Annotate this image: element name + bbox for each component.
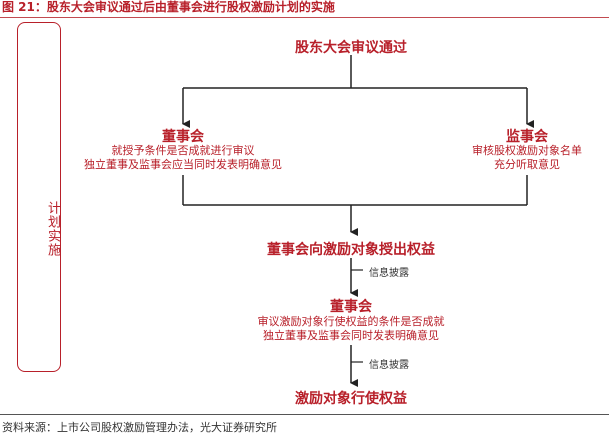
board2-desc-2: 独立董事及监事会同时发表明确意见 (263, 329, 439, 342)
bottom-rule (0, 414, 609, 415)
disclosure-label-2: 信息披露 (369, 360, 409, 371)
supervisors-desc-1: 审核股权激励对象名单 (472, 144, 582, 157)
node-exercise-equity: 激励对象行使权益 (295, 391, 407, 407)
node-board: 董事会 (162, 129, 204, 145)
node-grant-equity: 董事会向激励对象授出权益 (267, 242, 435, 258)
board2-desc-1: 审议激励对象行使权益的条件是否成就 (257, 315, 445, 328)
node-shareholders-approval: 股东大会审议通过 (295, 40, 407, 56)
board-desc-1: 就授予条件是否成就进行审议 (111, 144, 255, 157)
source-note: 资料来源：上市公司股权激励管理办法，光大证券研究所 (2, 421, 277, 434)
side-label-box: 计划实施 (17, 22, 61, 372)
node-board-2: 董事会 (330, 299, 372, 315)
side-label-text: 计划实施 (45, 201, 60, 257)
board-desc-2: 独立董事及监事会应当同时发表明确意见 (84, 158, 282, 171)
supervisors-desc-2: 充分听取意见 (494, 158, 560, 171)
title-rule (0, 17, 609, 18)
node-supervisors: 监事会 (506, 129, 548, 145)
figure-title: 图 21：股东大会审议通过后由董事会进行股权激励计划的实施 (2, 0, 335, 14)
disclosure-label-1: 信息披露 (369, 268, 409, 279)
side-label: 计划实施 (18, 201, 60, 257)
